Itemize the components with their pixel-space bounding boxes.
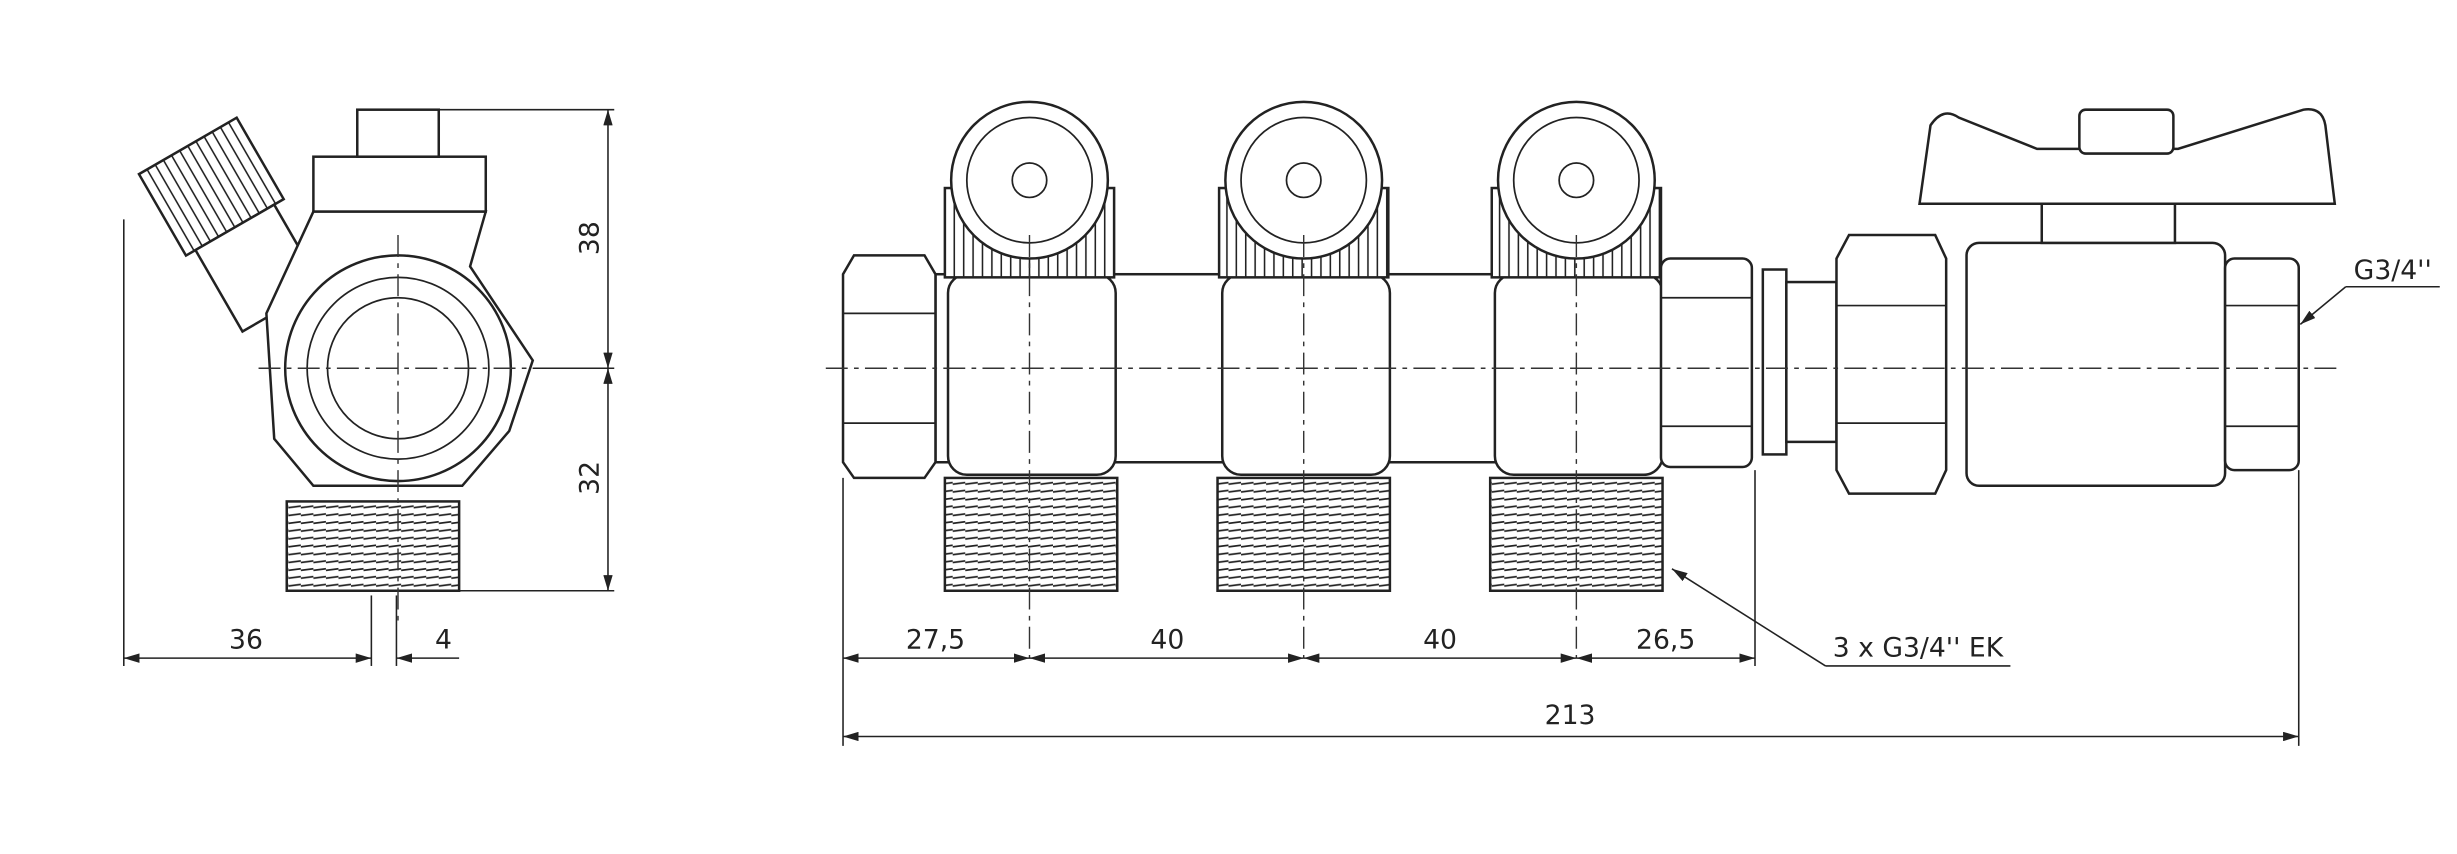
knob-cap [1224,100,1384,260]
valve-stem [2040,202,2177,245]
inlet-thread-callout: G3/4'' [2354,255,2432,286]
dim-spacing-2: 40 [1150,625,1184,656]
screw-icon [1558,162,1595,199]
ball-valve-hex [2223,257,2300,472]
dim-offset: 4 [435,625,452,656]
right-hex-nut [1659,257,1754,469]
ball-valve-body [1965,241,2227,488]
outlet-3 [1488,100,1664,593]
screw-icon [1011,162,1048,199]
knob-cap [949,100,1110,260]
screw-icon [1285,162,1322,199]
union-nut [1835,233,1948,495]
outlet-2 [1216,100,1392,593]
outlet-thread-callout: 3 x G3/4'' EK [1833,633,2005,664]
outlet-thread-side [285,500,461,593]
sealing-ring [1761,268,1788,456]
left-hex-nut [841,254,937,480]
top-cap-side [312,155,488,213]
dim-spacing-4: 26,5 [1636,625,1695,656]
dim-spacing-1: 27,5 [906,625,965,656]
front-view: 27,5 40 40 26,5 213 3 x G3/4'' EK G3/4'' [825,100,2440,746]
top-nut-side [356,108,441,158]
dim-spacing-3: 40 [1423,625,1457,656]
side-view: 38 32 36 4 [123,108,615,666]
dim-height-bottom: 32 [575,461,606,495]
dim-width: 36 [229,625,263,656]
dim-total: 213 [1545,700,1596,731]
handle-hex-nut [2078,108,2175,155]
dim-height-top: 38 [575,221,606,255]
butterfly-handle [1918,107,2337,205]
outlet-1 [943,100,1119,593]
knob-cap [1496,100,1656,260]
